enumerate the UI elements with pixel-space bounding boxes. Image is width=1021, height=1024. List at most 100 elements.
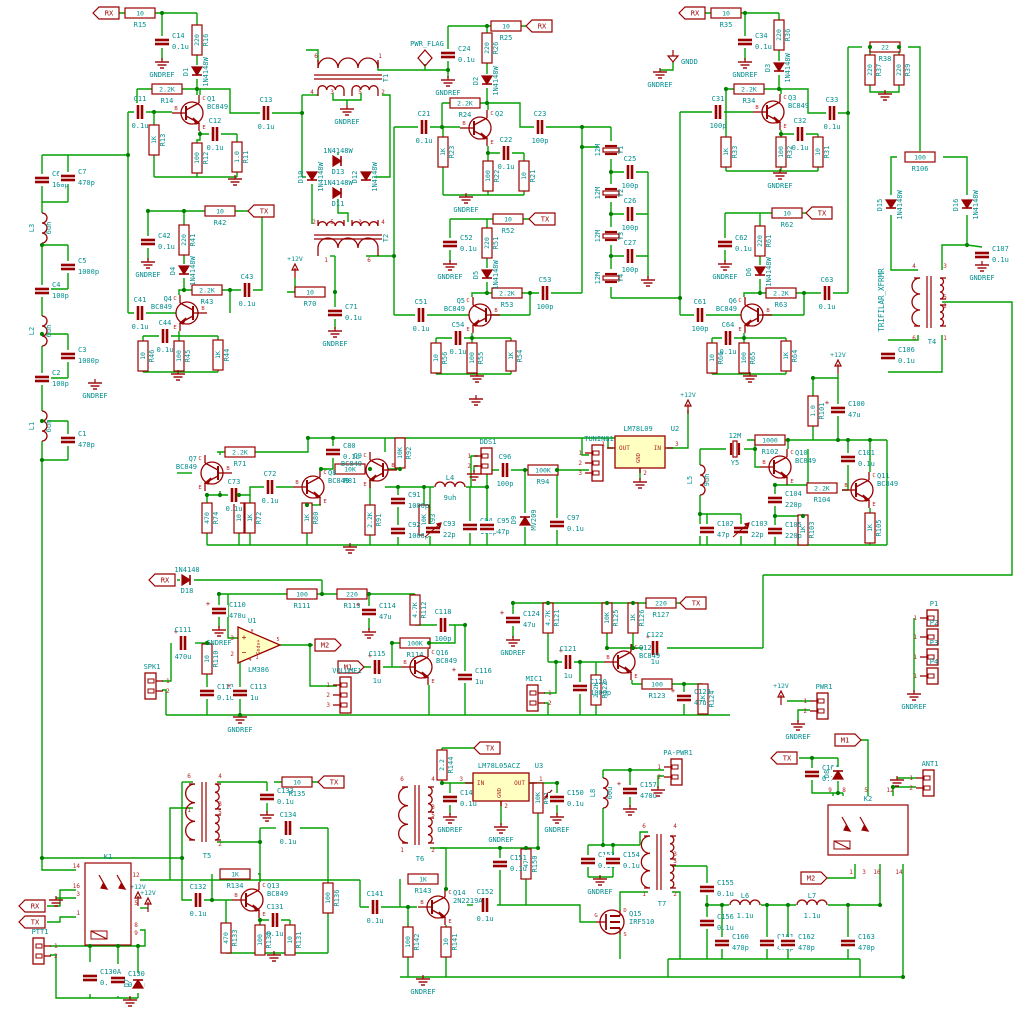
flag-RX[interactable]: RX [678,6,706,20]
power-+12V[interactable]: +12V [773,682,789,705]
flag-TX[interactable]: TX [679,596,707,610]
power-+12V[interactable]: +12V [130,883,146,906]
flag-TX[interactable]: TX [805,206,833,220]
gndflag-GNDD[interactable]: GNDD [666,50,698,66]
diode-D7[interactable]: D7 [123,976,145,990]
flag-RX[interactable]: RX [92,6,120,20]
flag-TX[interactable]: TX [473,741,501,755]
connector-P3[interactable]: 1P3 [913,639,939,666]
flag-TX[interactable]: TX [247,204,275,218]
power-+12V[interactable]: +12V [140,889,156,912]
flag-RX[interactable]: RX [525,19,553,33]
